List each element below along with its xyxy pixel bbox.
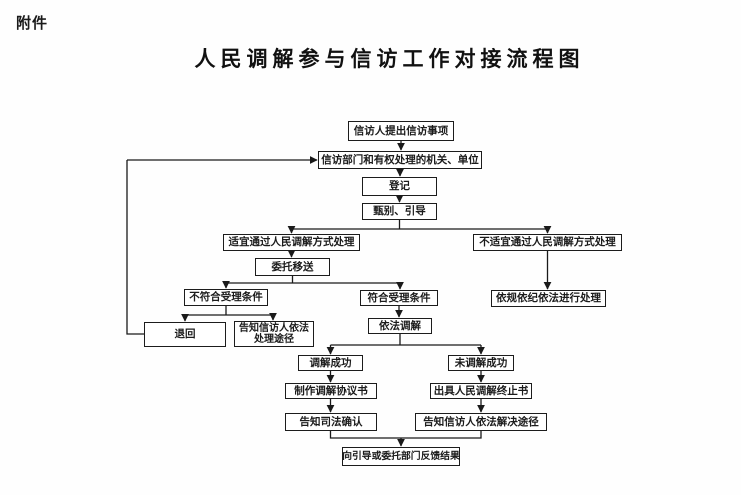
node-handle-by-law: 依规依纪依法进行处理 [491, 290, 606, 307]
node-unsuitable-mediation: 不适宜通过人民调解方式处理 [473, 234, 622, 251]
edge-entrust-branch [226, 276, 400, 284]
edge-mediate-branch [330, 334, 481, 346]
node-inform-legal-resolution: 告知信访人依法解决途径 [415, 413, 547, 431]
node-make-agreement: 制作调解协议书 [285, 383, 377, 399]
attachment-label: 附件 [16, 14, 49, 32]
node-entrust-transfer: 委托移送 [255, 258, 330, 276]
node-meet-conditions: 符合受理条件 [360, 290, 438, 306]
edge-return-loop [126, 160, 144, 335]
node-not-meet-conditions: 不符合受理条件 [184, 289, 268, 306]
page-title: 人民调解参与信访工作对接流程图 [194, 46, 585, 71]
node-inform-legal-channels: 告知信访人依法处理途径 [234, 321, 314, 347]
node-inform-judicial-confirm: 告知司法确认 [285, 413, 377, 431]
node-mediation-success: 调解成功 [298, 355, 363, 371]
node-register: 登记 [362, 177, 437, 196]
node-authority: 信访部门和有权处理的机关、单位 [318, 151, 482, 169]
node-mediate-by-law: 依法调解 [368, 318, 432, 334]
edge-merge-bottom [329, 431, 482, 439]
edge-notmeet-branch [185, 306, 273, 316]
node-submit-petition: 信访人提出信访事项 [348, 121, 454, 141]
node-mediation-fail: 未调解成功 [448, 355, 514, 371]
node-feedback-result: 向引导或委托部门反馈结果 [342, 447, 460, 466]
node-return: 退回 [144, 322, 226, 347]
edge-screen-branch [291, 220, 548, 230]
node-issue-termination: 出具人民调解终止书 [430, 383, 532, 399]
node-screen-guide: 甄别、引导 [362, 203, 437, 220]
node-suitable-mediation: 适宜通过人民调解方式处理 [223, 234, 360, 251]
